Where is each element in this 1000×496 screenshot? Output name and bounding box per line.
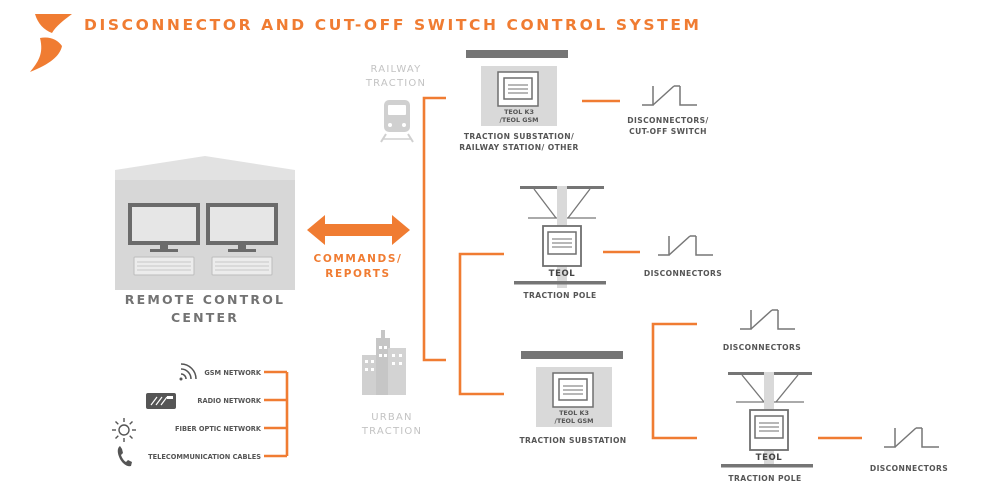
commands-label-line1: COMMANDS/	[314, 253, 403, 265]
railway-label-line2: TRACTION	[365, 78, 426, 89]
keyboard-icon	[211, 256, 273, 276]
switch-top-label-line1: DISCONNECTORS/	[627, 116, 708, 125]
pole-bottom-device-label: TEOL	[756, 453, 783, 463]
pole-mid-device-label: TEOL	[549, 269, 576, 279]
substation-bottom: TEOL K3 /TEOL GSM	[521, 351, 623, 427]
pole-bottom-label: TRACTION POLE	[728, 474, 801, 483]
traction-pole-bottom: TEOL	[721, 372, 813, 468]
network-label-gsm: GSM NETWORK	[204, 369, 261, 377]
switch-icon	[740, 309, 795, 330]
phone-icon	[117, 446, 132, 467]
commands-label-line2: REPORTS	[325, 268, 390, 280]
urban-label-line1: URBAN	[371, 412, 412, 423]
fiber-optic-icon	[112, 418, 136, 442]
network-label-telecom: TELECOMMUNICATION CABLES	[148, 453, 261, 461]
page-title: DISCONNECTOR AND CUT-OFF SWITCH CONTROL …	[84, 16, 702, 34]
urban-label-line2: TRACTION	[361, 426, 422, 437]
network-bracket	[264, 370, 289, 458]
pole-mid-label: TRACTION POLE	[523, 291, 596, 300]
switch-bottom-label: DISCONNECTORS	[870, 464, 948, 473]
radio-icon	[146, 393, 176, 409]
network-label-fiber: FIBER OPTIC NETWORK	[175, 425, 262, 433]
substation-top-label-line2: RAILWAY STATION/ OTHER	[459, 143, 579, 152]
substation-bottom-label: TRACTION SUBSTATION	[519, 436, 626, 445]
device-label-line1: TEOL K3	[504, 108, 534, 116]
connection-lines	[422, 96, 862, 440]
device-label-line2: /TEOL GSM	[500, 116, 539, 124]
device-label-line1: TEOL K3	[559, 409, 589, 417]
train-icon	[380, 100, 414, 143]
device-label-line2: /TEOL GSM	[555, 417, 594, 425]
switch-top-label-line2: CUT-OFF SWITCH	[629, 127, 707, 136]
remote-center-label-line1: REMOTE CONTROL	[125, 292, 285, 307]
monitor-icon	[128, 203, 200, 252]
keyboard-icon	[133, 256, 195, 276]
substation-top: TEOL K3 /TEOL GSM	[466, 50, 568, 126]
traction-pole-mid: TEOL	[514, 186, 606, 288]
switch-icon	[884, 427, 939, 448]
network-label-radio: RADIO NETWORK	[197, 397, 261, 405]
monitor-icon	[206, 203, 278, 252]
wifi-signal-icon	[179, 363, 197, 381]
switch-icon	[658, 235, 713, 256]
remote-center-label-line2: CENTER	[171, 310, 239, 325]
substation-top-label-line1: TRACTION SUBSTATION/	[464, 132, 574, 141]
remote-control-center	[115, 156, 295, 290]
teol-device-icon	[547, 231, 577, 255]
teol-device-icon	[754, 415, 784, 439]
railway-label-line1: RAILWAY	[371, 64, 422, 75]
switch-mid-label: DISCONNECTORS	[644, 269, 722, 278]
switch-bottom-upper-label: DISCONNECTORS	[723, 343, 801, 352]
city-icon	[362, 330, 406, 395]
company-logo	[30, 14, 72, 72]
teol-device-icon	[497, 71, 539, 107]
switch-icon	[642, 85, 697, 106]
teol-device-icon	[552, 372, 594, 408]
bidirectional-arrow-icon	[307, 215, 410, 245]
